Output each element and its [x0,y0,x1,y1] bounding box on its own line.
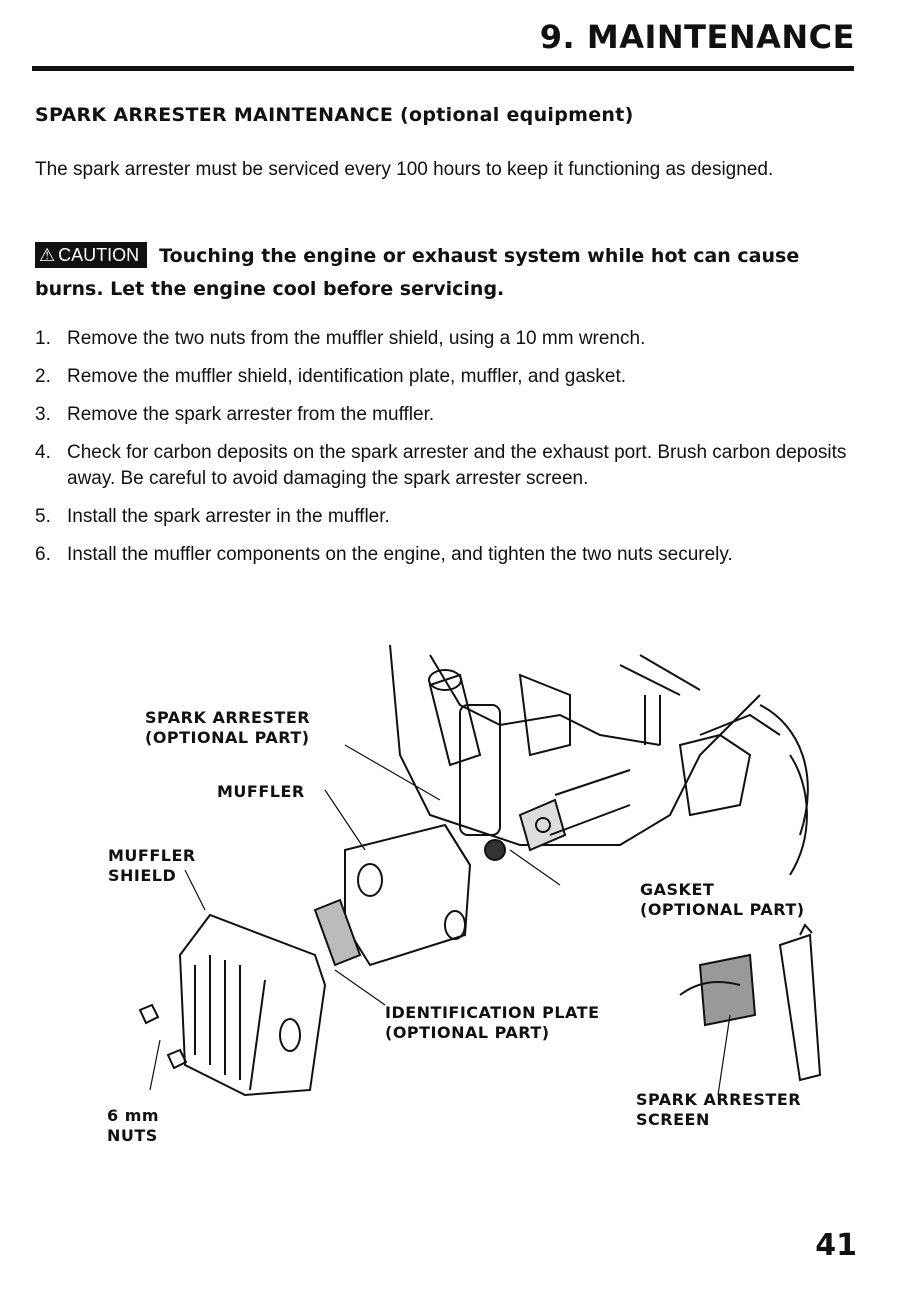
muffler-shield-drawing [178,913,327,1097]
label-spark-arrester: SPARK ARRESTER (OPTIONAL PART) [145,708,311,747]
procedure-step: 5. Install the spark arrester in the muff… [35,504,857,530]
header-rule [32,66,854,71]
step-text: Install the spark arrester in the muffle… [67,506,390,527]
spark-arrester-screen-drawing [679,923,822,1082]
exploded-view-illustration [138,644,822,1097]
label-muffler-shield: MUFFLER SHIELD [108,846,196,885]
intro-paragraph: The spark arrester must be serviced ever… [35,159,774,180]
caution-text: Touching the engine or exhaust system wh… [35,245,800,300]
page-number: 41 [815,1228,857,1263]
label-nuts: 6 mm NUTS [107,1106,160,1145]
step-text: Remove the spark arrester from the muffl… [67,404,435,425]
label-identification-plate: IDENTIFICATION PLATE (OPTIONAL PART) [385,1003,600,1042]
step-number: 2. [35,366,51,387]
step-number: 4. [35,442,51,463]
procedure-steps: 1. Remove the two nuts from the muffler s… [35,326,857,580]
chapter-title: 9. MAINTENANCE [539,18,855,56]
step-text: Install the muffler components on the en… [67,544,733,565]
step-number: 6. [35,544,51,565]
caution-badge: ⚠CAUTION [35,242,148,268]
identification-plate-drawing [313,898,362,967]
procedure-step: 1. Remove the two nuts from the muffler s… [35,326,857,352]
step-text: Check for carbon deposits on the spark a… [67,442,847,489]
step-number: 1. [35,328,51,349]
step-text: Remove the muffler shield, identificatio… [67,366,627,387]
gasket-drawing [518,798,567,852]
caution-badge-label: CAUTION [58,245,140,265]
nuts-drawing [138,1003,188,1070]
label-muffler: MUFFLER [217,782,305,801]
label-spark-arrester-screen: SPARK ARRESTER SCREEN [636,1090,802,1129]
spark-arrester-drawing [428,669,482,767]
step-number: 3. [35,404,51,425]
label-gasket: GASKET (OPTIONAL PART) [640,880,805,919]
step-text: Remove the two nuts from the muffler shi… [67,328,646,349]
engine-block-drawing [389,644,809,876]
warning-triangle-icon: ⚠ [39,245,56,265]
procedure-step: 2. Remove the muffler shield, identificat… [35,364,857,390]
procedure-step: 3. Remove the spark arrester from the muf… [35,402,857,428]
procedure-step: 6. Install the muffler components on the … [35,542,857,568]
procedure-step: 4. Check for carbon deposits on the spark… [35,440,857,492]
leader-lines [149,744,731,1096]
step-number: 5. [35,506,51,527]
section-heading: SPARK ARRESTER MAINTENANCE (optional equ… [35,104,634,126]
muffler-drawing [344,823,506,967]
